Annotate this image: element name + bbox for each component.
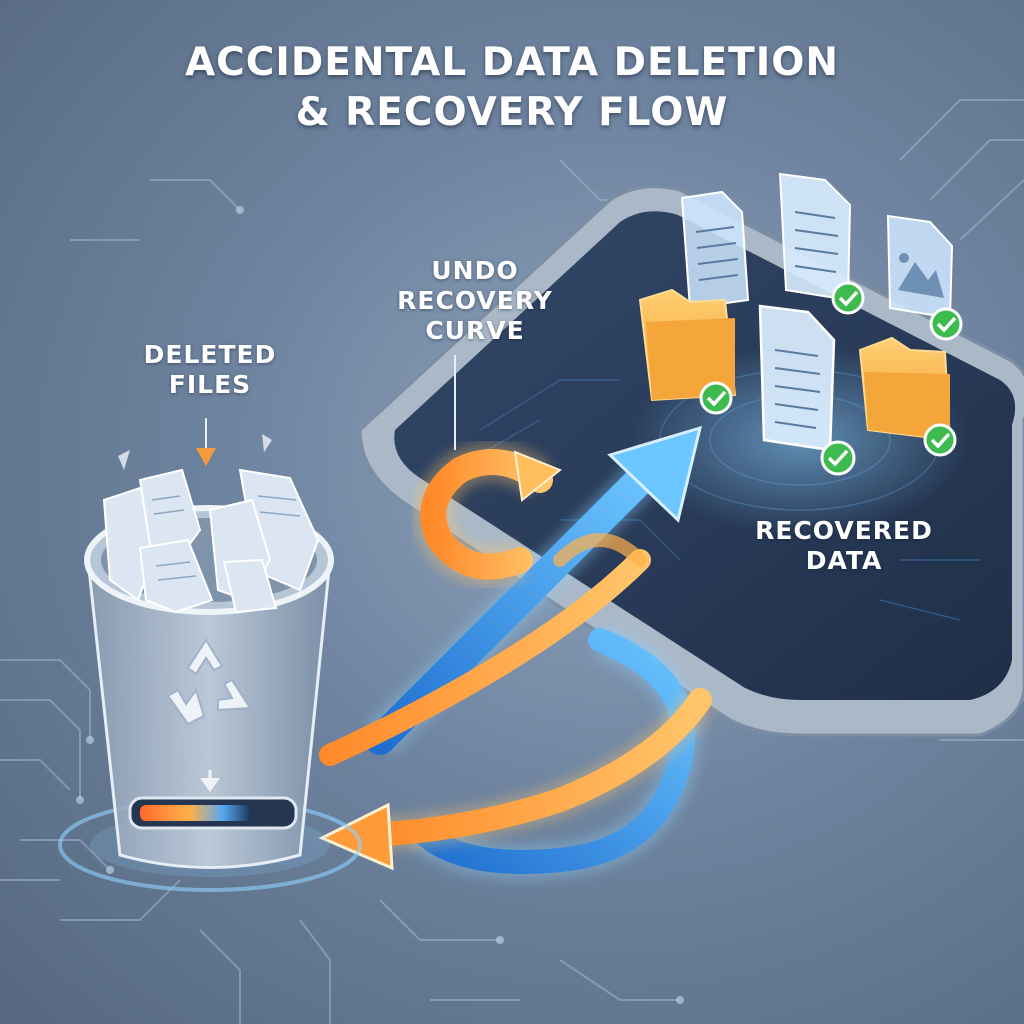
down-arrow-icon: [196, 448, 216, 466]
undo-recovery-curve: [318, 442, 715, 871]
check-badge-icon: [831, 281, 865, 315]
title-line-2: & RECOVERY FLOW: [295, 90, 729, 135]
folder-icon: [858, 336, 952, 442]
recovered-label-line-1: RECOVERED: [755, 516, 933, 545]
arrow-icon: [513, 450, 562, 502]
document-icon: [680, 190, 750, 310]
check-badge-icon: [820, 440, 856, 476]
folder-icon: [638, 288, 737, 402]
recycle-symbol-icon: [166, 638, 252, 726]
check-badge-icon: [923, 423, 957, 457]
document-icon: [758, 304, 836, 452]
undo-label-line-2: RECOVERY: [397, 286, 553, 315]
check-badge-icon: [699, 381, 733, 415]
undo-recovery-curve-label: UNDO RECOVERY CURVE: [375, 256, 575, 346]
document-icon: [778, 172, 852, 302]
undo-label-line-3: CURVE: [425, 316, 525, 345]
trash-bin-icon: [84, 434, 334, 869]
recovery-arrow: [365, 425, 703, 880]
undo-label-line-1: UNDO: [431, 256, 519, 285]
crumpled-files: [102, 468, 320, 614]
arrow-icon: [607, 425, 703, 523]
recovered-data-label: RECOVERED DATA: [724, 516, 964, 576]
check-badge-icon: [929, 307, 963, 341]
deleted-files-label: DELETED FILES: [110, 340, 310, 400]
deleted-files-label-line-2: FILES: [168, 370, 252, 399]
title-line-1: ACCIDENTAL DATA DELETION: [184, 40, 840, 85]
recovered-label-line-2: DATA: [805, 546, 883, 575]
image-file-icon: [886, 214, 954, 320]
recovered-files: [638, 172, 963, 476]
label-pointers: [205, 355, 456, 452]
deleted-files-label-line-1: DELETED: [143, 340, 277, 369]
progress-meter-fill: [140, 805, 250, 821]
